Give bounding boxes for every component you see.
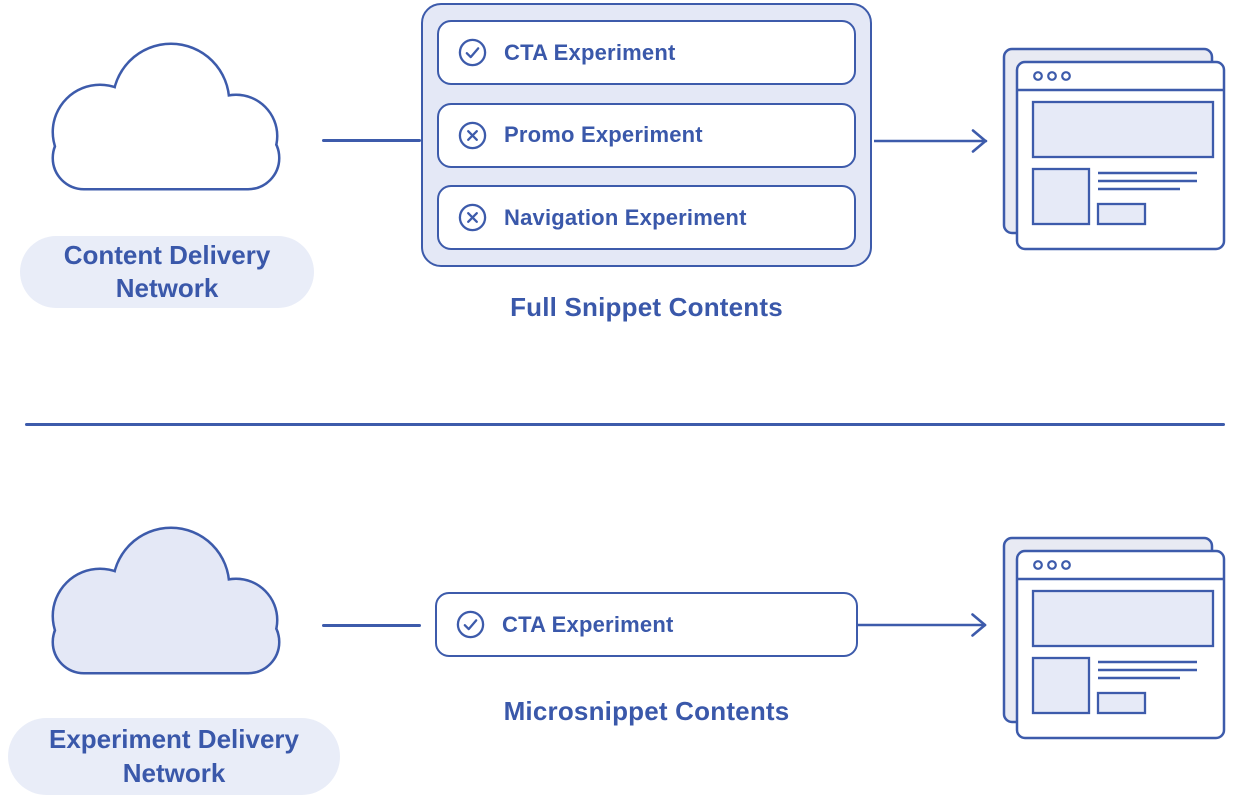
section-divider	[25, 423, 1225, 426]
experiment-row-navigation: Navigation Experiment	[437, 185, 856, 250]
edn-label-line2: Network	[122, 757, 226, 788]
connector-line	[322, 624, 421, 627]
arrow-right-icon	[874, 129, 988, 153]
cloud-filled-icon	[36, 524, 296, 676]
check-circle-icon	[456, 610, 485, 639]
edn-label: Experiment Delivery Network	[8, 718, 340, 795]
full-snippet-title: Full Snippet Contents	[510, 292, 783, 322]
x-circle-icon	[458, 121, 487, 149]
check-circle-icon	[458, 38, 487, 67]
experiment-row-cta-micro: CTA Experiment	[435, 592, 858, 657]
experiment-row-promo: Promo Experiment	[437, 102, 856, 168]
full-snippet-container: CTA Experiment Promo Experiment Navigati…	[421, 3, 872, 267]
arrow-right-icon	[858, 613, 987, 637]
experiment-row-cta: CTA Experiment	[437, 20, 856, 85]
experiment-label: Promo Experiment	[504, 122, 703, 147]
cdn-label-line1: Content Delivery	[63, 239, 271, 270]
cdn-label: Content Delivery Network	[20, 236, 314, 308]
x-circle-icon	[458, 203, 487, 232]
connector-line	[322, 139, 421, 142]
cloud-outline-icon	[36, 40, 296, 192]
cdn-label-line2: Network	[115, 273, 219, 303]
edn-label-line1: Experiment Delivery	[48, 724, 299, 755]
browser-window-icon	[1002, 47, 1226, 251]
experiment-label: Navigation Experiment	[504, 204, 747, 230]
browser-window-icon	[1002, 536, 1226, 740]
experiment-label: CTA Experiment	[502, 611, 674, 637]
experiment-label: CTA Experiment	[504, 39, 676, 65]
microsnippet-title: Microsnippet Contents	[503, 696, 790, 726]
